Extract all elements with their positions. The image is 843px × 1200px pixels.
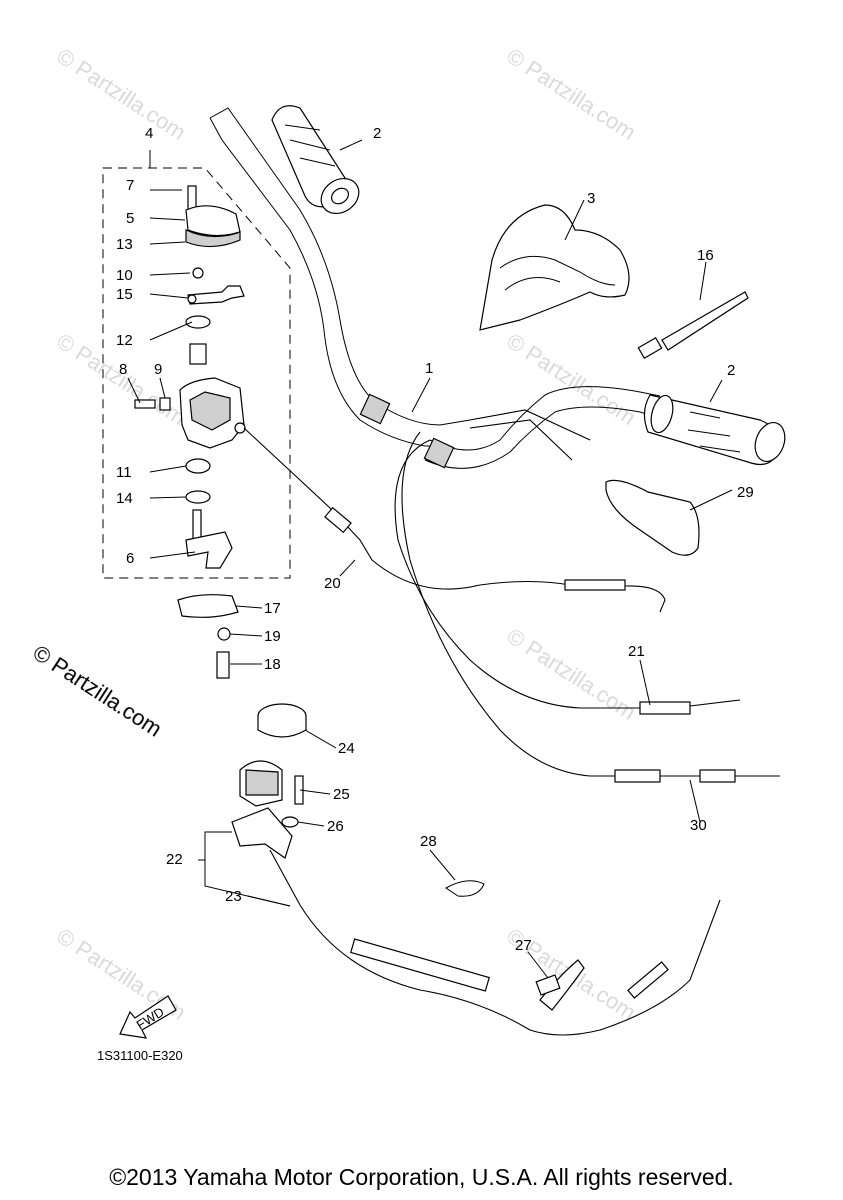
- diagram-code: 1S31100-E320: [97, 1048, 183, 1063]
- watermark: © Partzilla.com: [502, 43, 640, 145]
- callout-7: 7: [126, 177, 134, 194]
- callouts: 1 2 2 3 4 5 6 7 8 9 10 11 12 13 14 15 16…: [116, 125, 754, 954]
- callout-13: 13: [116, 236, 133, 253]
- callout-10: 10: [116, 267, 133, 284]
- callout-5: 5: [126, 210, 134, 227]
- callout-3: 3: [587, 190, 595, 207]
- cable-tie-16: [637, 291, 749, 360]
- right-grip: [643, 394, 786, 465]
- callout-23: 23: [225, 888, 242, 905]
- leader-lines: [127, 139, 733, 979]
- throttle-assembly: [102, 150, 291, 579]
- watermark: © Partzilla.com: [502, 623, 640, 725]
- callout-14: 14: [116, 490, 133, 507]
- callout-4: 4: [145, 125, 153, 142]
- callout-11: 11: [116, 464, 132, 481]
- copyright-text: ©2013 Yamaha Motor Corporation, U.S.A. A…: [109, 1164, 734, 1190]
- callout-8: 8: [119, 361, 127, 378]
- callout-2: 2: [373, 125, 381, 142]
- callout-22: 22: [166, 851, 183, 868]
- handlebar-pad: [479, 204, 630, 331]
- callout-17: 17: [264, 600, 281, 617]
- callout-6: 6: [126, 550, 134, 567]
- throttle-cable: [243, 427, 666, 613]
- cable-21: [394, 439, 741, 715]
- callout-20: 20: [324, 575, 341, 592]
- callout-9: 9: [154, 361, 162, 378]
- callout-26: 26: [327, 818, 344, 835]
- band-27: [535, 959, 585, 1011]
- callout-15: 15: [116, 286, 133, 303]
- cable-30: [401, 431, 780, 783]
- watermark: © Partzilla.com: [52, 43, 190, 145]
- cover-29: [605, 479, 700, 556]
- callout-19: 19: [264, 628, 281, 645]
- callout-24: 24: [338, 740, 355, 757]
- callout-28: 28: [420, 833, 437, 850]
- callout-27: 27: [515, 937, 532, 954]
- choke-lever: [231, 703, 307, 859]
- callout-29: 29: [737, 484, 754, 501]
- callout-18: 18: [264, 656, 281, 673]
- left-grip: [271, 105, 360, 215]
- handlebar: [209, 107, 661, 469]
- callout-12: 12: [116, 332, 133, 349]
- choke-cable: [269, 849, 721, 1036]
- switch-wires: [469, 409, 591, 461]
- clip-28: [445, 880, 485, 897]
- callout-1: 1: [425, 360, 433, 377]
- callout-30: 30: [690, 817, 707, 834]
- callout-21: 21: [628, 643, 645, 660]
- throttle-parts: [134, 185, 246, 679]
- callout-2: 2: [727, 362, 735, 379]
- callout-16: 16: [697, 247, 714, 264]
- callout-25: 25: [333, 786, 350, 803]
